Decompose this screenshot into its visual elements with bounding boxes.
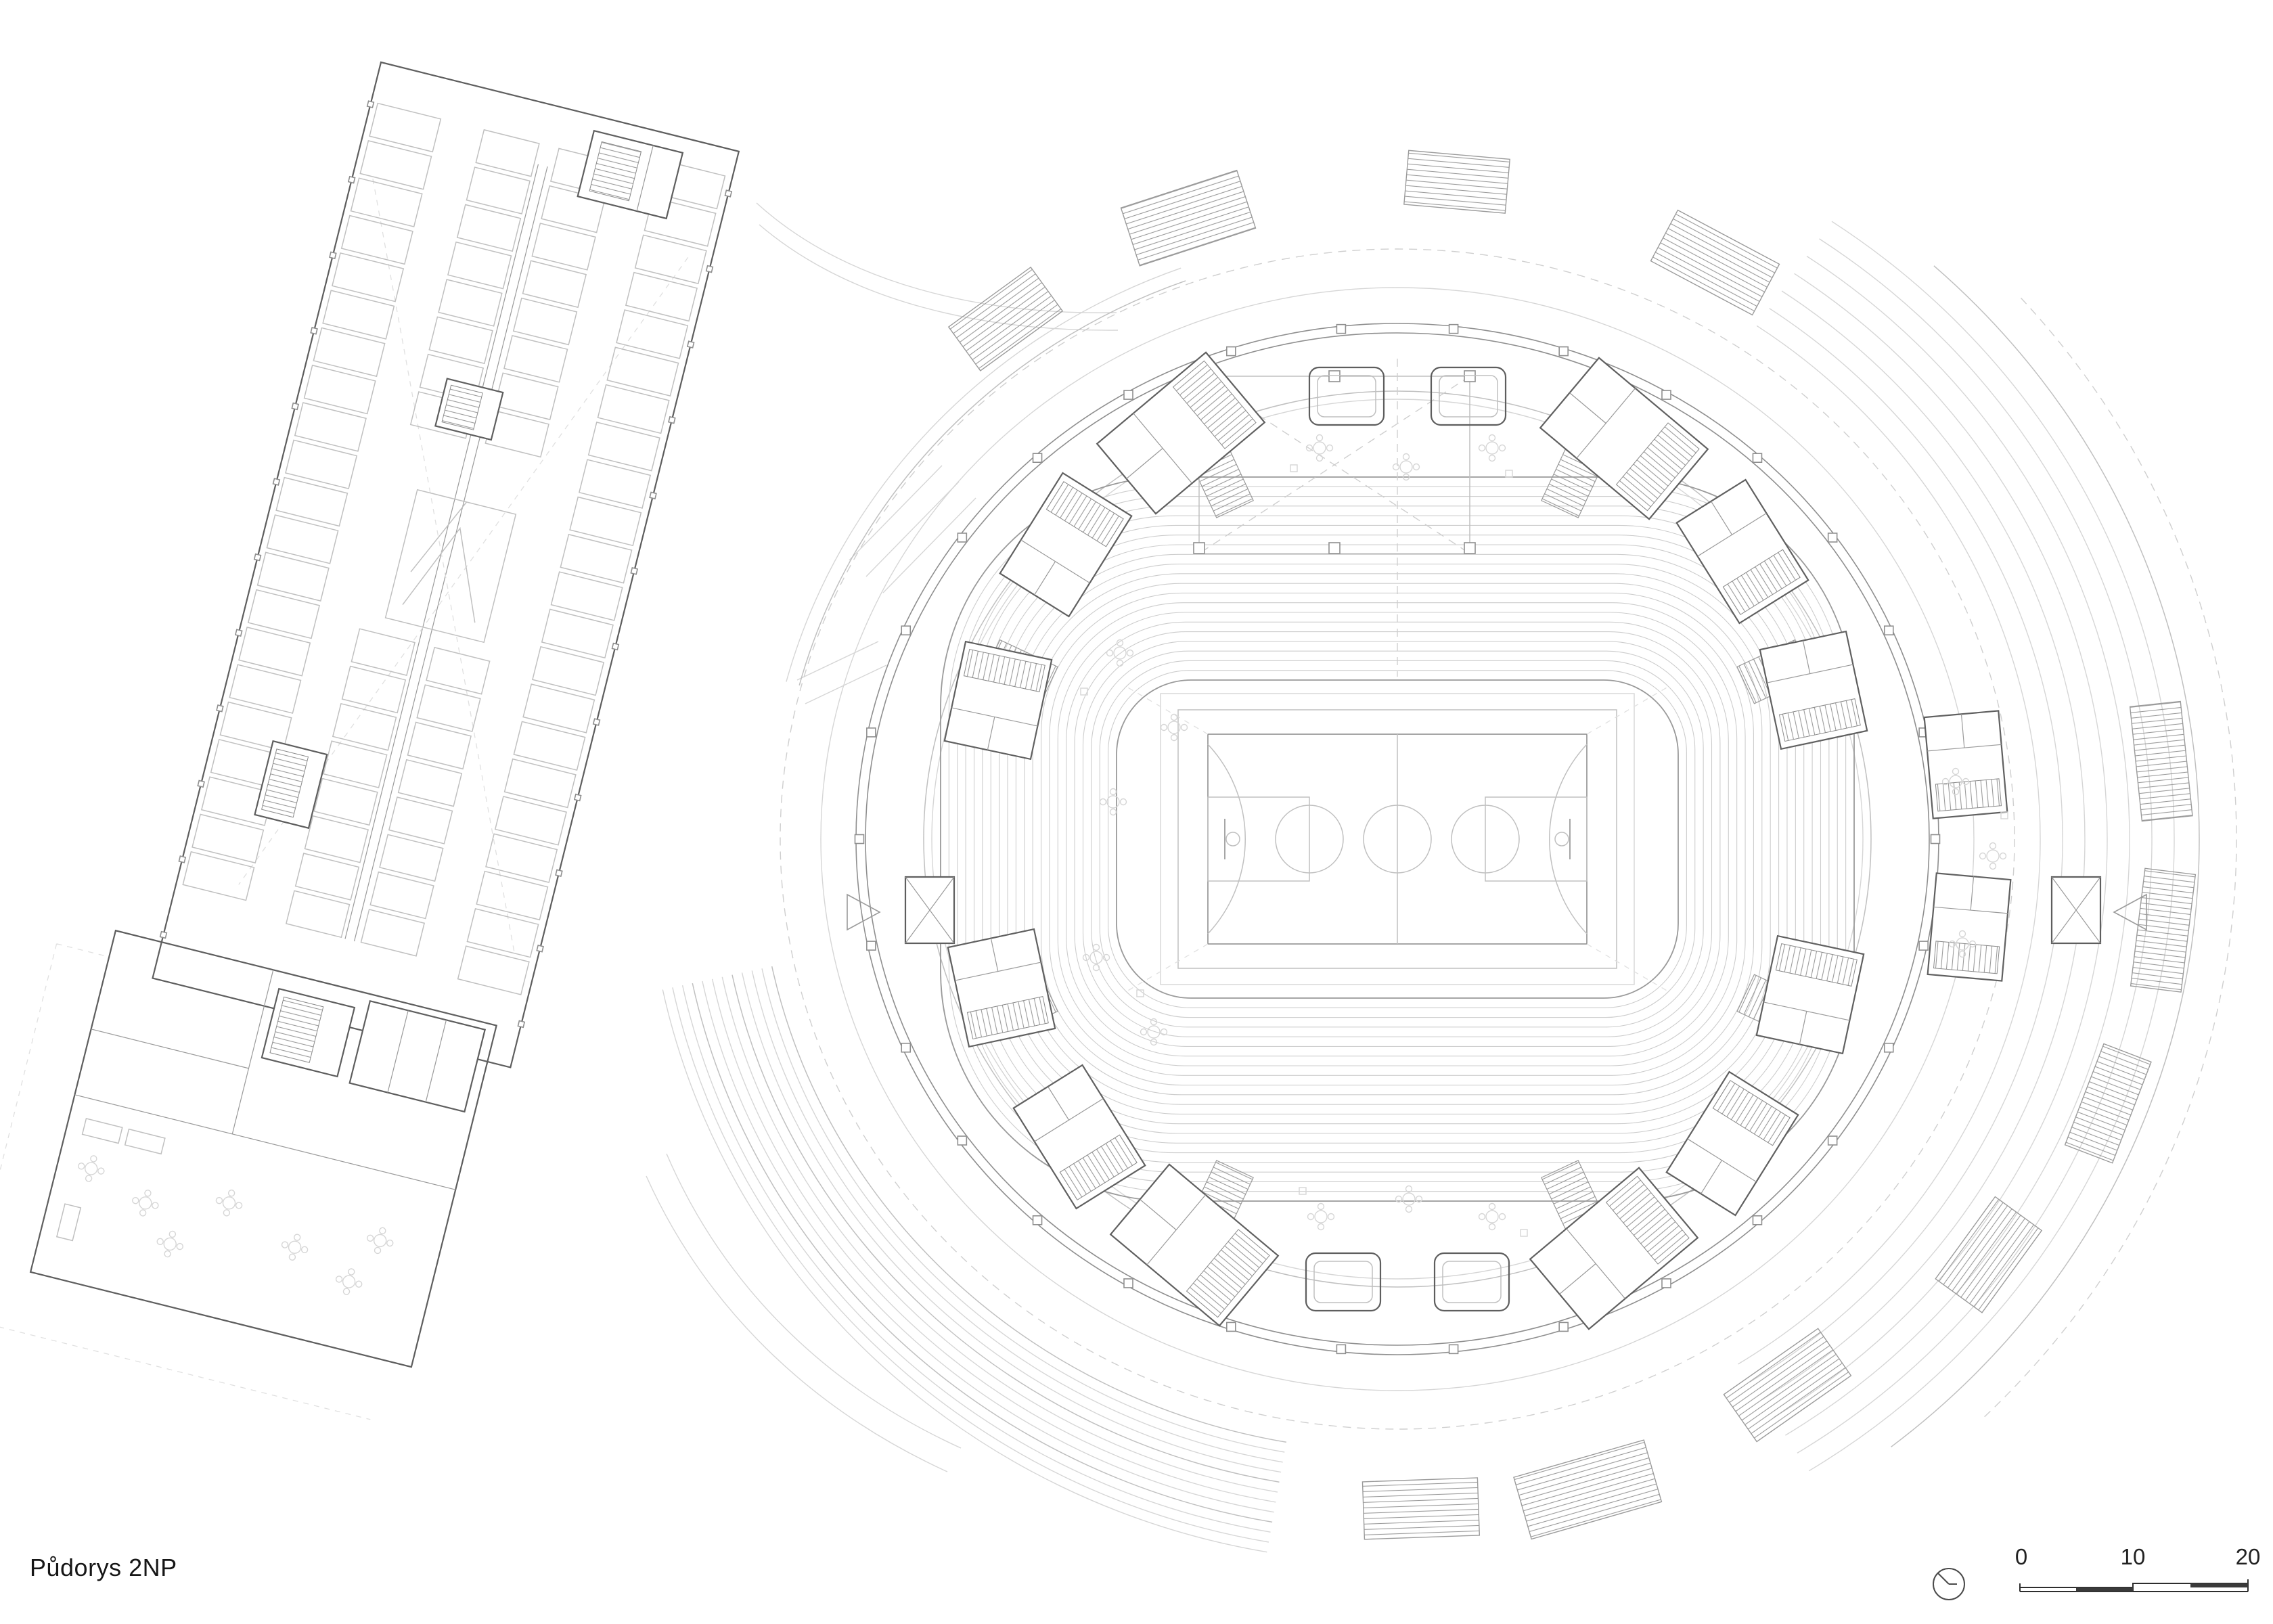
ramp <box>384 489 517 644</box>
stair-core-top <box>577 129 684 220</box>
clubroom-level <box>0 929 498 1420</box>
basketball-court <box>1126 686 1669 992</box>
parking-structure <box>0 61 740 1420</box>
sheet-graphics <box>1933 1568 2249 1600</box>
stair-core-mid <box>434 378 504 441</box>
facade-columns <box>159 100 733 1029</box>
lounge-boxes <box>1305 366 1510 1312</box>
concourse-furniture <box>1080 434 2008 1237</box>
scale-label-10: 10 <box>2120 1544 2146 1569</box>
scale-label-0: 0 <box>2015 1544 2028 1569</box>
parking-stalls <box>182 102 726 995</box>
drawing-title: Půdorys 2NP <box>30 1554 177 1581</box>
perimeter-room-clusters <box>943 351 2012 1330</box>
site-paths <box>646 202 1119 1472</box>
section-marker-left <box>847 893 881 931</box>
section-marker-right <box>2113 893 2147 931</box>
north-indicator-icon <box>1933 1568 1965 1600</box>
section-axis-elements <box>847 876 2147 945</box>
scale-bar <box>2019 1579 2249 1592</box>
exterior-stair-blocks <box>947 150 2197 1540</box>
stair-core-low <box>254 740 328 830</box>
scale-label-20: 20 <box>2235 1544 2261 1569</box>
